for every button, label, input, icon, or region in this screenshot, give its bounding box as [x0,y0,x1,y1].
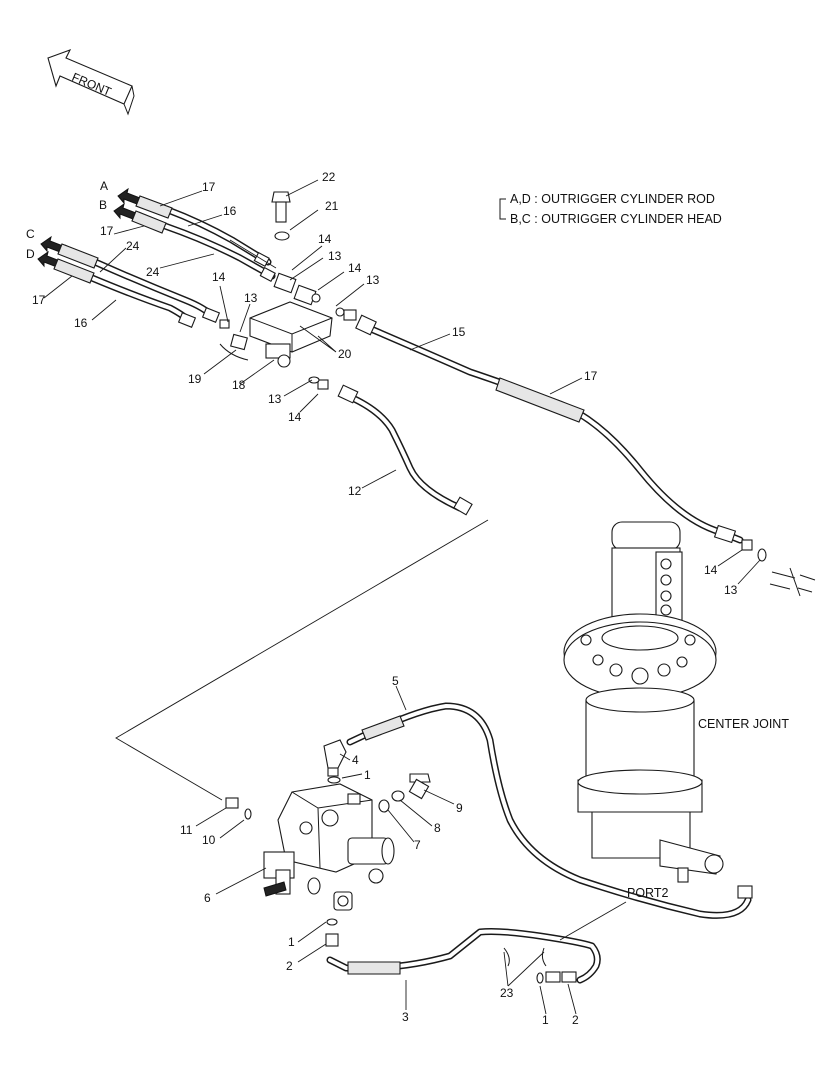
hose-12 [308,376,473,516]
legend-line-head: B,C : OUTRIGGER CYLINDER HEAD [510,212,722,226]
callout-17: 17 [32,293,46,307]
callout-4: 4 [352,753,359,767]
legend: A,D : OUTRIGGER CYLINDER ROD B,C : OUTRI… [499,192,722,226]
callout-17: 17 [202,180,216,194]
hose-5: PORT2 [346,702,753,919]
front-arrow-icon: FRONT [47,49,135,116]
callout-leaders [43,179,761,1015]
callout-12: 12 [348,484,362,498]
callout-numbers: 17 22 16 21 17 24 14 24 13 14 14 13 13 1… [32,170,738,1027]
port-arrows: A B C D [26,179,141,268]
port-letter-d: D [26,247,35,261]
callout-24: 24 [146,265,160,279]
callout-14: 14 [704,563,718,577]
callout-23: 23 [500,986,514,1000]
port-letter-c: C [26,227,35,241]
port-letter-b: B [99,198,107,212]
callout-15: 15 [452,325,466,339]
port-letter-a: A [100,179,108,193]
callout-19: 19 [188,372,202,386]
callout-17: 17 [584,369,598,383]
connection-line [115,519,489,801]
callout-13: 13 [724,583,738,597]
center-joint: CENTER JOINT [563,521,789,883]
port2-label: PORT2 [627,886,668,900]
callout-1: 1 [542,1013,549,1027]
callout-7: 7 [414,838,421,852]
callout-13: 13 [328,249,342,263]
callout-3: 3 [402,1010,409,1024]
bolt-22 [271,191,291,241]
callout-11: 11 [180,823,193,837]
callout-13: 13 [244,291,258,305]
hose-15 [355,314,816,597]
callout-24: 24 [126,239,140,253]
center-joint-label: CENTER JOINT [698,717,789,731]
callout-14: 14 [348,261,362,275]
callout-18: 18 [232,378,246,392]
callout-14: 14 [318,232,332,246]
callout-21: 21 [325,199,339,213]
callout-2: 2 [286,959,293,973]
callout-14: 14 [288,410,302,424]
callout-8: 8 [434,821,441,835]
callout-1: 1 [364,768,371,782]
callout-16: 16 [74,316,88,330]
valve-block-20 [219,272,357,368]
callout-9: 9 [456,801,463,815]
callout-10: 10 [202,833,216,847]
callout-17: 17 [100,224,114,238]
callout-13: 13 [268,392,282,406]
callout-13: 13 [366,273,380,287]
callout-14: 14 [212,270,226,284]
callout-5: 5 [392,674,399,688]
callout-20: 20 [338,347,352,361]
callout-16: 16 [223,204,237,218]
callout-2: 2 [572,1013,579,1027]
lower-hose-bundle [53,243,230,329]
hose-3 [325,918,601,984]
callout-1: 1 [288,935,295,949]
callout-6: 6 [204,891,211,905]
legend-line-rod: A,D : OUTRIGGER CYLINDER ROD [510,192,715,206]
control-valve-6 [225,739,431,911]
callout-22: 22 [322,170,336,184]
